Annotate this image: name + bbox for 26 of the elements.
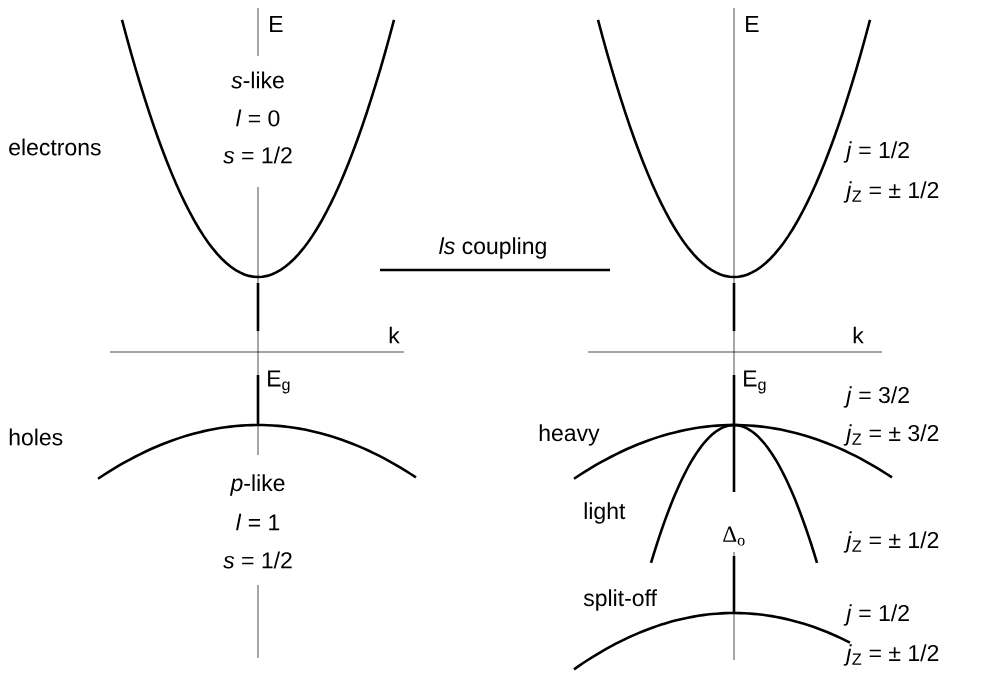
axis-label: E — [746, 16, 759, 32]
heading: ls coupling — [439, 237, 546, 259]
axis-label: E$_{g}$ — [744, 370, 766, 394]
band-label: j = 1/2 — [843, 141, 909, 163]
band-label: p-like — [229, 474, 285, 496]
band-label: electrons — [9, 138, 101, 156]
axis-label: E$_{g}$ — [268, 370, 290, 394]
band-label: l = 0 — [236, 109, 280, 127]
band-label: j$_{Z}$ = ± 1/2 — [843, 644, 939, 666]
band-label: j$_{Z}$ = ± 1/2 — [843, 181, 939, 203]
band-label: j$_{Z}$ = ± 3/2 — [843, 424, 939, 446]
band-label: j = 3/2 — [843, 386, 909, 408]
axis-label: E — [270, 16, 283, 32]
band-label: j$_{Z}$ = ± 1/2 — [843, 531, 939, 553]
band-label: j = 1/2 — [843, 604, 909, 626]
band-label: split-off — [583, 589, 657, 611]
band-label: s-like — [231, 71, 284, 89]
band-label: s = 1/2 — [223, 146, 292, 164]
band-label: s = 1/2 — [223, 551, 292, 569]
gap-label: Δ$_{o}$ — [723, 526, 745, 546]
band-label: heavy — [539, 424, 600, 446]
band-label: light — [584, 502, 626, 524]
axis-label: k — [389, 326, 400, 344]
band-label: l = 1 — [236, 513, 280, 531]
band-label: holes — [9, 428, 63, 446]
axis-label: k — [853, 326, 864, 344]
